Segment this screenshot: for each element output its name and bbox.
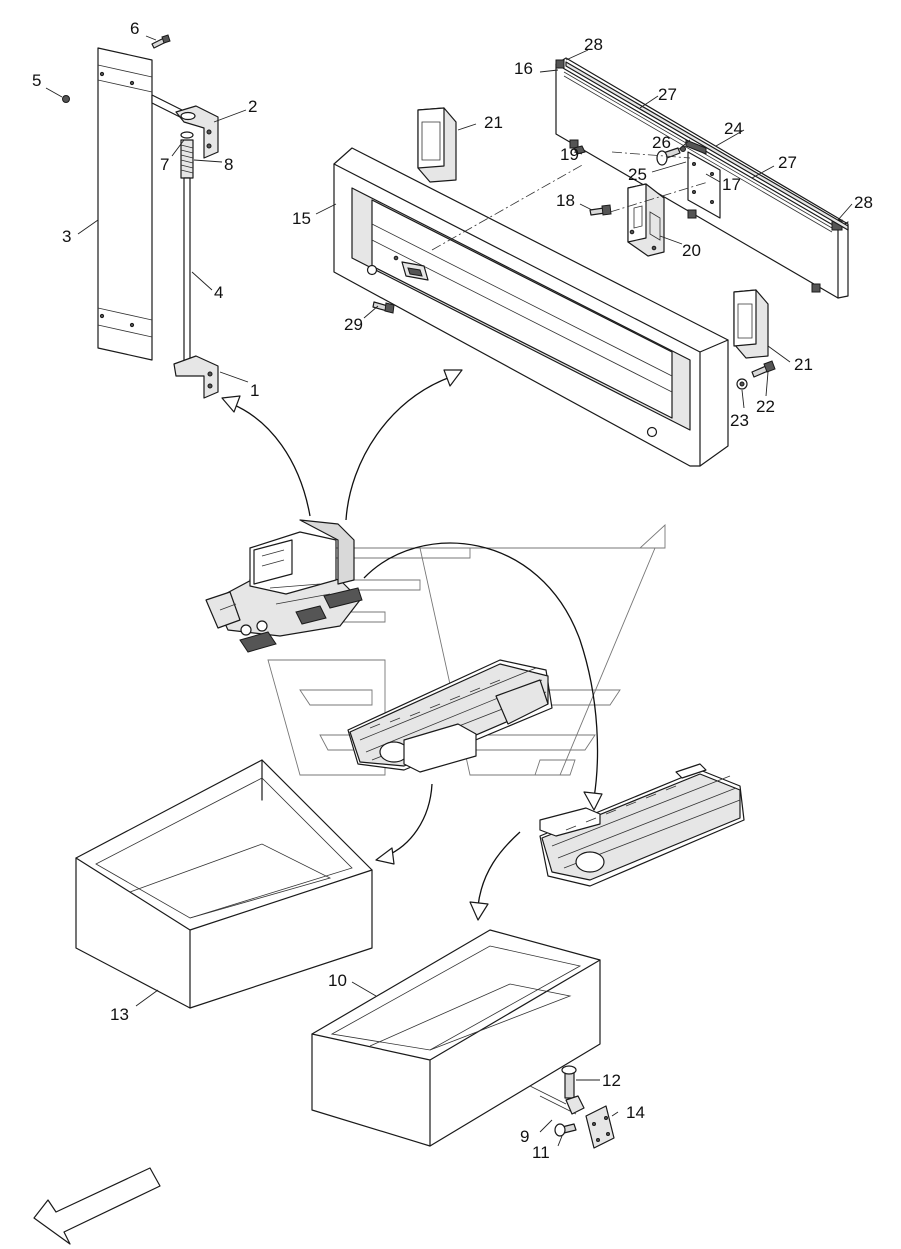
orientation-arrow <box>33 1167 161 1245</box>
callout-17: 17 <box>722 175 741 194</box>
callout-9: 9 <box>520 1127 529 1146</box>
cover-cap <box>417 107 457 183</box>
side-plate <box>97 47 153 361</box>
callout-24: 24 <box>724 119 743 138</box>
callout-labels: 1 2 3 4 5 6 7 8 9 10 11 12 13 14 15 16 1… <box>32 19 873 1162</box>
frame-housing <box>333 147 729 467</box>
callout-25: 25 <box>628 165 647 184</box>
mounting-bracket <box>627 183 665 257</box>
bolt <box>561 1065 577 1099</box>
callout-23: 23 <box>730 411 749 430</box>
callout-7: 7 <box>160 155 169 174</box>
track-unit-upper <box>347 659 553 773</box>
callout-5: 5 <box>32 71 41 90</box>
cover-plate <box>585 1105 615 1149</box>
storage-bin-large <box>75 759 373 1009</box>
adapter <box>565 1095 585 1115</box>
callout-18: 18 <box>556 191 575 210</box>
callout-3: 3 <box>62 227 71 246</box>
callout-13: 13 <box>110 1005 129 1024</box>
callout-27-lower: 27 <box>778 153 797 172</box>
washer <box>180 131 194 139</box>
leader-lines <box>45 35 853 1147</box>
callout-28-upper: 28 <box>584 35 603 54</box>
callout-15: 15 <box>292 209 311 228</box>
callout-26: 26 <box>652 133 671 152</box>
callout-19: 19 <box>560 145 579 164</box>
nut <box>573 145 586 155</box>
callout-21-right: 21 <box>794 355 813 374</box>
cover-cap <box>733 289 769 359</box>
plate-assembly <box>62 34 219 399</box>
bolt <box>589 204 612 216</box>
callout-11: 11 <box>532 1143 550 1162</box>
bolt <box>751 360 776 378</box>
callout-4: 4 <box>214 283 223 302</box>
storage-bin-small <box>311 929 601 1147</box>
callout-29: 29 <box>344 315 363 334</box>
rod <box>183 177 191 363</box>
flow-arrows <box>221 369 603 921</box>
callout-10: 10 <box>328 971 347 990</box>
milling-machine <box>205 519 363 653</box>
bolt <box>372 301 395 314</box>
callout-2: 2 <box>248 97 257 116</box>
callout-14: 14 <box>626 1103 645 1122</box>
callout-16: 16 <box>514 59 533 78</box>
track-unit-lower <box>539 763 745 887</box>
callout-22: 22 <box>756 397 775 416</box>
callout-8: 8 <box>224 155 233 174</box>
callout-28-lower: 28 <box>854 193 873 212</box>
callout-6: 6 <box>130 19 139 38</box>
callout-27-upper: 27 <box>658 85 677 104</box>
nut <box>62 95 70 103</box>
callout-1: 1 <box>250 381 259 400</box>
callout-21-upper: 21 <box>484 113 503 132</box>
lower-bracket <box>173 355 219 399</box>
bolt <box>554 1123 577 1137</box>
latch-assembly <box>656 139 721 219</box>
callout-12: 12 <box>602 1071 621 1090</box>
callout-20: 20 <box>682 241 701 260</box>
